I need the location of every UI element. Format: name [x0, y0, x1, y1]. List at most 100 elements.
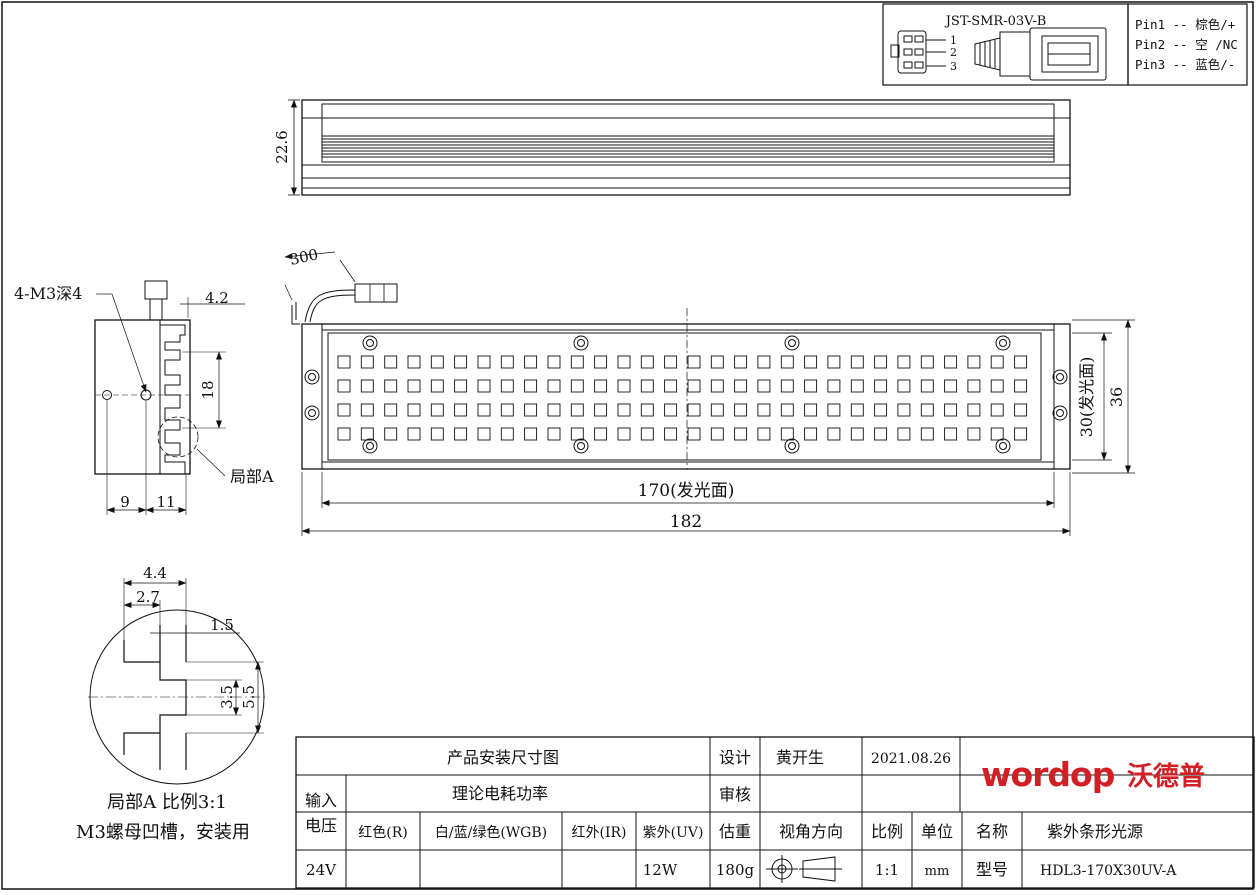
led-cell: [594, 403, 608, 417]
led-cell: [687, 427, 701, 441]
led-cell: [897, 403, 911, 417]
led-cell: [430, 379, 444, 393]
led-cell: [827, 427, 841, 441]
dim-emitting-width: 30(发光面): [1077, 357, 1096, 438]
led-cell: [734, 403, 748, 417]
led-cell: [360, 379, 374, 393]
led-cell: [664, 355, 678, 369]
led-cell: [780, 427, 794, 441]
led-cell: [944, 355, 958, 369]
led-cell: [360, 355, 374, 369]
top-view: [284, 251, 1135, 536]
weight-value: 180g: [716, 861, 755, 879]
led-cell: [454, 355, 468, 369]
led-cell: [664, 403, 678, 417]
led-cell: [757, 355, 771, 369]
scale-label: 比例: [871, 822, 903, 841]
led-cell: [594, 355, 608, 369]
detail-dim-3-5: 3.5: [218, 685, 236, 709]
led-cell: [850, 427, 864, 441]
led-cell: [920, 427, 934, 441]
view-label: 视角方向: [779, 822, 843, 841]
led-cell: [874, 427, 888, 441]
led-cell: [500, 379, 514, 393]
connector-model: JST-SMR-03V-B: [944, 14, 1047, 29]
led-cell: [384, 355, 398, 369]
led-cell: [1014, 355, 1028, 369]
led-cell: [407, 427, 421, 441]
led-cell: [780, 403, 794, 417]
voltage-label-2: 电压: [305, 816, 337, 835]
led-cell: [827, 403, 841, 417]
led-cell: [547, 379, 561, 393]
led-cell: [384, 427, 398, 441]
voltage-value: 24V: [306, 861, 337, 879]
led-cell: [687, 403, 701, 417]
connector-housing-icon: [974, 27, 1107, 81]
led-cell: [687, 379, 701, 393]
led-cell: [850, 355, 864, 369]
led-cell: [710, 403, 724, 417]
led-cell: [384, 403, 398, 417]
screw-hole-icon: [304, 369, 320, 385]
led-cell: [524, 355, 538, 369]
led-cell: [734, 427, 748, 441]
title-block: [295, 736, 1255, 889]
connector-box: JST-SMR-03V-B 1 2 3 Pin1 -- 棕色/+ Pin2 --…: [882, 3, 1248, 86]
led-cell: [407, 403, 421, 417]
led-cell: [804, 403, 818, 417]
led-cell: [967, 403, 981, 417]
led-cell: [454, 427, 468, 441]
led-cell: [804, 427, 818, 441]
led-grid: [337, 355, 1028, 441]
led-cell: [500, 427, 514, 441]
detail-dim-5-5: 5.5: [240, 685, 258, 709]
led-cell: [1014, 403, 1028, 417]
unit-label: 单位: [921, 822, 953, 841]
led-cell: [594, 379, 608, 393]
led-cell: [407, 379, 421, 393]
screw-hole-icon: [573, 335, 589, 351]
led-cell: [430, 403, 444, 417]
power-title: 理论电耗功率: [452, 784, 548, 803]
led-cell: [337, 355, 351, 369]
dim-emitting-length: 170(发光面): [638, 481, 735, 501]
screw-hole-icon: [995, 335, 1011, 351]
led-cell: [407, 355, 421, 369]
led-cell: [1014, 427, 1028, 441]
led-cell: [990, 379, 1004, 393]
led-cell: [944, 403, 958, 417]
led-cell: [897, 379, 911, 393]
led-cell: [850, 379, 864, 393]
led-cell: [430, 355, 444, 369]
detail-caption-1: 局部A 比例3:1: [107, 792, 227, 813]
projection-symbol-icon: [766, 855, 842, 883]
screw-hole-icon: [1052, 405, 1068, 421]
led-cell: [757, 403, 771, 417]
designer-name: 黄开生: [776, 748, 824, 767]
led-cell: [524, 379, 538, 393]
led-cell: [640, 427, 654, 441]
col-wgb: 白/蓝/绿色(WGB): [435, 824, 547, 841]
led-cell: [640, 355, 654, 369]
screw-hole-icon: [304, 405, 320, 421]
led-cell: [897, 355, 911, 369]
led-cell: [804, 355, 818, 369]
led-cell: [920, 403, 934, 417]
scale-value: 1:1: [875, 861, 899, 879]
led-cell: [570, 403, 584, 417]
led-cell: [570, 355, 584, 369]
weight-label: 估重: [719, 822, 751, 841]
screw-hole-icon: [784, 438, 800, 454]
connector-plug-icon: [890, 30, 946, 74]
dim-total-length: 182: [670, 512, 702, 532]
detail-a-view: [88, 578, 268, 785]
led-cell: [967, 379, 981, 393]
pin-number-3: 3: [950, 60, 957, 73]
dim-slot-offset: 4.2: [205, 289, 229, 307]
end-view: [94, 280, 245, 515]
led-cell: [990, 403, 1004, 417]
side-fins: [322, 135, 1054, 158]
pin2-label: Pin2 -- 空 /NC: [1135, 37, 1238, 52]
